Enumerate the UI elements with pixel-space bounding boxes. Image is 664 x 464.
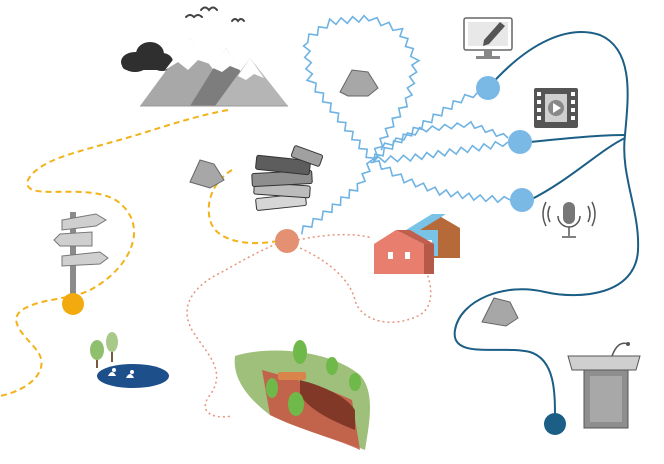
mountain-icon (140, 38, 288, 107)
light-blue-zigzag-segment (380, 120, 509, 151)
node-yellow-signpost[interactable] (62, 293, 84, 315)
light-blue-zigzag-segment (301, 159, 373, 235)
podium-icon (567, 342, 641, 429)
light-blue-zigzag-segment (372, 91, 479, 163)
node-light-blue-computer[interactable] (476, 76, 500, 100)
dark-blue-branch-video (529, 134, 626, 143)
dark-blue-branch-mic (529, 137, 626, 201)
node-light-blue-video[interactable] (508, 130, 532, 154)
node-salmon-hub[interactable] (275, 229, 299, 253)
light-blue-zigzag-segment (370, 159, 511, 204)
cloud-icon (121, 42, 173, 72)
film-video-icon (534, 88, 578, 128)
salmon-dotted-path-east (297, 233, 432, 323)
houses-icon (374, 214, 460, 274)
island-park-icon (234, 340, 370, 450)
light-blue-zigzag-segment (302, 14, 421, 161)
light-blue-zigzag-paths (301, 14, 511, 235)
yellow-dashed-path (0, 109, 229, 397)
rock-icon (189, 69, 519, 327)
computer-pencil-icon (463, 17, 513, 59)
light-blue-zigzag-segment (371, 140, 509, 164)
dark-blue-path (453, 31, 640, 423)
microphone-icon (542, 201, 596, 238)
lake-with-swans-icon (90, 332, 169, 388)
yellow-dashed-branch (207, 169, 284, 244)
signpost-icon (53, 212, 109, 300)
birds-icon (185, 6, 245, 23)
salmon-dotted-path (186, 239, 287, 418)
node-dark-blue-podium[interactable] (544, 413, 566, 435)
node-light-blue-microphone[interactable] (510, 188, 534, 212)
books-icon (251, 145, 324, 211)
